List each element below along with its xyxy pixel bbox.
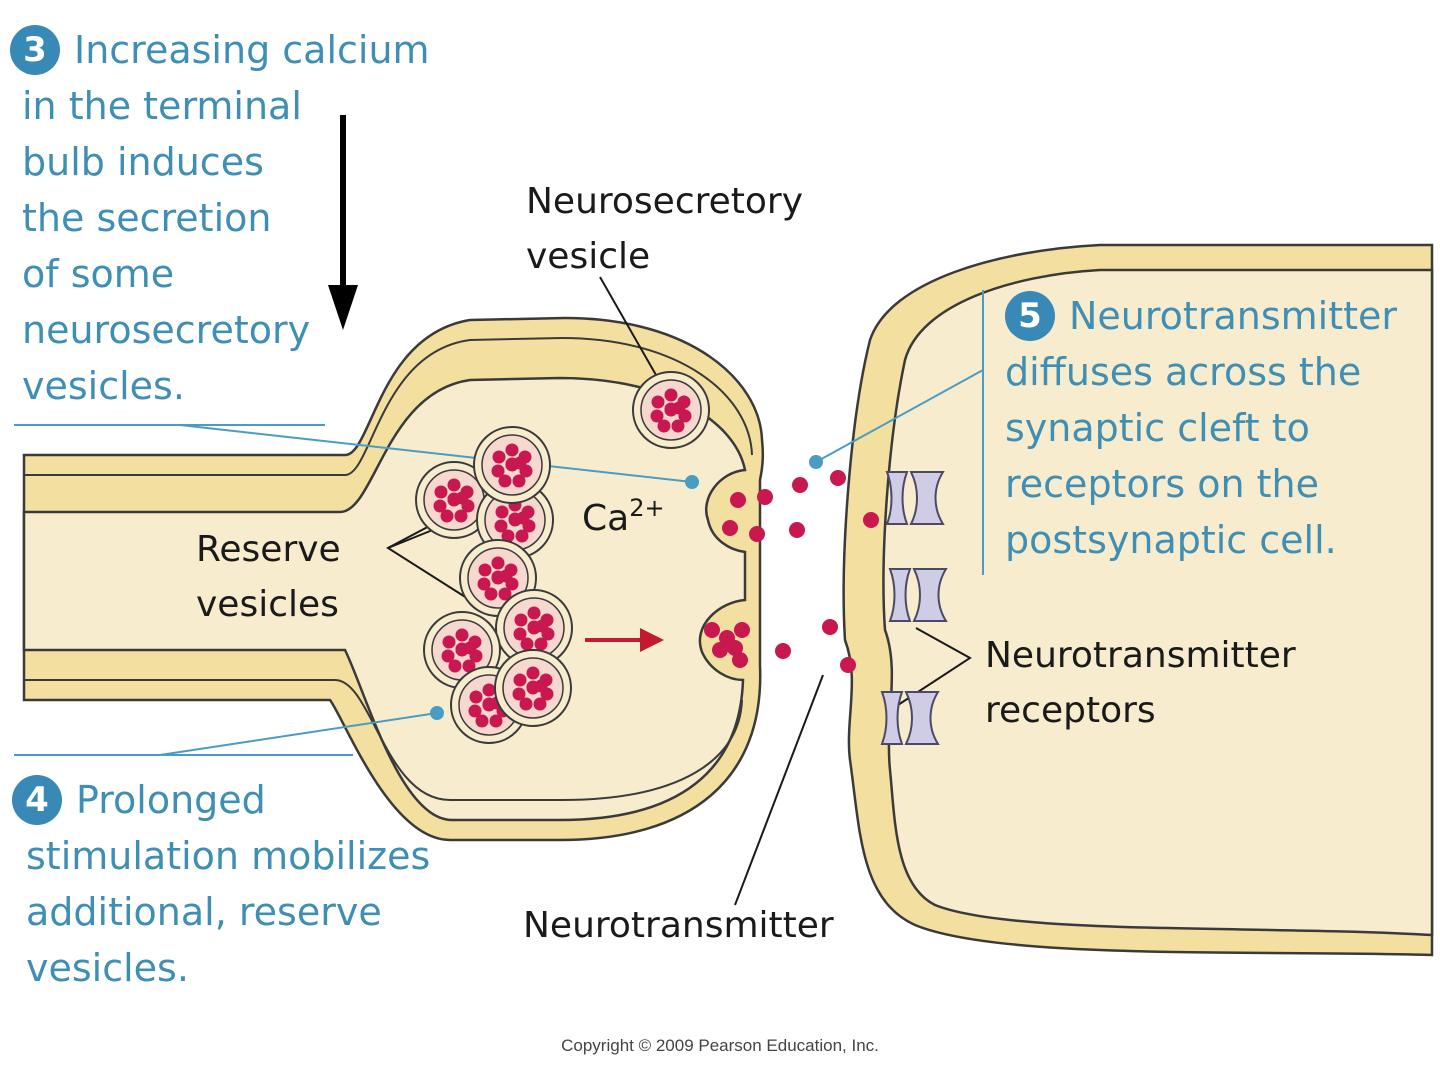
step5-line-5: postsynaptic cell. xyxy=(1005,518,1337,562)
step4-line-3: additional, reserve xyxy=(26,890,382,934)
step5-line-1: 5 Neurotransmitter xyxy=(1005,288,1397,344)
step3-line-1: 3 Increasing calcium xyxy=(10,22,430,78)
reserve-vesicle xyxy=(476,481,554,559)
neurotransmitter-label: Neurotransmitter xyxy=(523,905,834,946)
step4-leader xyxy=(159,712,438,756)
neurosecretory-vesicle-label-line-1: Neurosecretory xyxy=(526,181,804,222)
step4-badge: 4 xyxy=(12,775,62,825)
presynaptic-inner-line-lower xyxy=(24,679,743,801)
arrow-right-head xyxy=(640,628,664,652)
step3-badge: 3 xyxy=(10,25,60,75)
neurotransmitter-molecule xyxy=(830,470,846,486)
step3-line-7: vesicles. xyxy=(22,364,185,408)
step4-line-2: stimulation mobilizes xyxy=(26,834,431,878)
step4-line-1: 4 Prolonged xyxy=(12,772,430,828)
reserve-vesicles-label-line-1: Reserve xyxy=(196,529,341,570)
neurosecretory-vesicle-label: Neurosecretory vesicle xyxy=(526,174,803,284)
step4-leader-dot xyxy=(430,706,444,720)
neurosecretory-vesicle-label-line-2: vesicle xyxy=(526,236,651,277)
neurotransmitter-molecule xyxy=(775,643,791,659)
step5-line-2: diffuses across the xyxy=(1005,350,1362,394)
neurotransmitter-molecule xyxy=(732,652,748,668)
neurotransmitter-molecule xyxy=(792,477,808,493)
reserve-vesicle xyxy=(473,426,551,504)
step5-leader xyxy=(815,369,984,463)
neurotransmitter-molecule xyxy=(789,522,805,538)
step3-leader-dot xyxy=(685,475,699,489)
step5-text: Neurotransmitter xyxy=(1069,294,1397,338)
neurotransmitter-molecule xyxy=(722,520,738,536)
step3-line-2: in the terminal xyxy=(22,84,302,128)
neurotransmitter-receptors-label-line-1: Neurotransmitter xyxy=(985,635,1296,676)
step5-line-4: receptors on the xyxy=(1005,462,1319,506)
neurotransmitter-molecule xyxy=(757,489,773,505)
receptor-channel-icon xyxy=(880,691,940,745)
neurotransmitter-molecule xyxy=(734,622,750,638)
neurotransmitter-molecule xyxy=(749,526,765,542)
reserve-vesicles-label: Reserve vesicles xyxy=(196,522,341,632)
neurotransmitter-pointer xyxy=(734,674,824,906)
neurotransmitter-molecule xyxy=(730,492,746,508)
step3-line-6: neurosecretory xyxy=(22,308,311,352)
receptor-layer xyxy=(880,471,948,745)
neurotransmitter-receptors-label-line-2: receptors xyxy=(985,690,1156,731)
neurotransmitter-molecule xyxy=(863,512,879,528)
calcium-charge: 2+ xyxy=(629,494,664,522)
vesicle-layer xyxy=(415,371,710,744)
receptors-pointer xyxy=(897,627,972,706)
calcium-symbol: Ca xyxy=(582,498,629,539)
arrow-down-head xyxy=(328,285,358,330)
step5-callout: 5 Neurotransmitter diffuses across the sy… xyxy=(1005,288,1397,568)
step3-callout: 3 Increasing calcium in the terminal bulb… xyxy=(10,22,430,414)
step5-leader-dot xyxy=(809,455,823,469)
neurotransmitter-molecule xyxy=(840,657,856,673)
neurotransmitter-receptors-label: Neurotransmitter receptors xyxy=(985,628,1296,738)
reserve-vesicle xyxy=(415,461,493,539)
neurotransmitter-molecule xyxy=(727,640,743,656)
step3-line-3: bulb induces xyxy=(22,140,264,184)
neurosecretory-vesicle-pointer xyxy=(599,276,661,383)
step3-line-5: of some xyxy=(22,252,175,296)
receptor-channel-icon xyxy=(888,568,948,622)
reserve-vesicle xyxy=(494,649,572,727)
receptor-channel-icon xyxy=(885,471,945,525)
calcium-label: Ca2+ xyxy=(582,494,665,539)
reserve-vesicle xyxy=(495,589,573,667)
reserve-vesicles-label-line-2: vesicles xyxy=(196,584,339,625)
step4-callout: 4 Prolonged stimulation mobilizes additio… xyxy=(12,772,430,996)
step5-badge: 5 xyxy=(1005,291,1055,341)
step4-text: Prolonged xyxy=(76,778,266,822)
step5-line-3: synaptic cleft to xyxy=(1005,406,1310,450)
copyright-notice: Copyright © 2009 Pearson Education, Inc. xyxy=(561,1036,879,1055)
step3-line-4: the secretion xyxy=(22,196,272,240)
neurotransmitter-molecule xyxy=(704,622,720,638)
neurotransmitter-molecule xyxy=(822,619,838,635)
neurotransmitter-molecule xyxy=(712,642,728,658)
step3-leader xyxy=(179,424,693,483)
neurosecretory-vesicle xyxy=(632,371,710,449)
neurotransmitter-layer xyxy=(704,470,879,673)
step3-text: Increasing calcium xyxy=(74,28,430,72)
step4-line-4: vesicles. xyxy=(26,946,189,990)
presynaptic-inner-line xyxy=(24,336,753,476)
